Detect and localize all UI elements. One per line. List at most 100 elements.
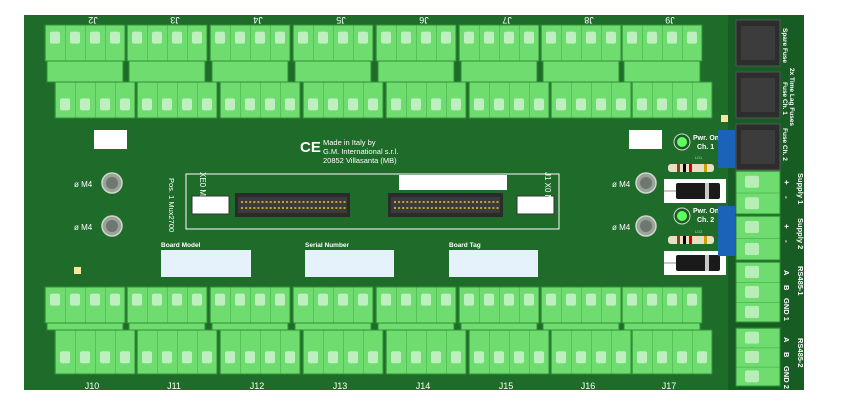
mount-hole-left-top [101, 172, 123, 194]
bottom-terminal-front [468, 329, 550, 375]
header-pin [310, 201, 313, 203]
top-terminal-back [209, 24, 291, 62]
bottom-connector-label: J11 [167, 381, 181, 391]
mount-hole-right-bottom [635, 215, 657, 237]
bottom-connector-label: J17 [662, 381, 677, 391]
header-pin [480, 207, 483, 209]
bottom-terminal-back [44, 286, 126, 324]
maker-line-2: G.M. International s.r.l. [323, 147, 398, 156]
header-pin [273, 201, 276, 203]
top-terminal-body [211, 60, 289, 83]
header-pin [476, 201, 478, 203]
spare-fuse-label: Spare Fuse [781, 28, 788, 63]
rs485-2-pin-gnd: GND 2 [782, 366, 791, 389]
bottom-connector-label: J14 [416, 381, 431, 391]
bottom-terminal-front [219, 329, 301, 375]
header-pin [335, 201, 338, 203]
top-terminal-row [44, 24, 713, 119]
bottom-terminal-body [128, 322, 206, 331]
fuse-ch2-label: Fuse Ch. 2 [781, 128, 788, 161]
header-pin [257, 207, 260, 209]
header-pin [261, 207, 264, 209]
supply2-label: Supply 2 [796, 218, 805, 249]
header-pin [418, 207, 421, 209]
header-pin [426, 201, 429, 203]
top-connector-label: J4 [253, 15, 263, 25]
module-code-left: XE0 M2 E0 [198, 172, 207, 213]
time-lag-fuses-label: 2x Time Lag Fuses [788, 68, 795, 126]
header-pin [406, 207, 409, 209]
top-connector-label: J5 [336, 15, 346, 25]
header-pin [241, 201, 243, 203]
header-pin [455, 207, 458, 209]
header-pin [245, 201, 248, 203]
header-pin [302, 201, 305, 203]
top-terminal-body [294, 60, 372, 83]
header-pin [414, 207, 417, 209]
header-pin [414, 201, 417, 203]
header-pin [245, 207, 248, 209]
top-terminal-front [385, 81, 467, 119]
header-pin [253, 207, 256, 209]
header-pin [343, 207, 346, 209]
mount-label-4: ø M4 [612, 223, 631, 232]
bottom-connector-label: J10 [85, 381, 100, 391]
header-pin [318, 207, 321, 209]
module-code-right: J1 X0 M7 Z [543, 172, 552, 213]
header-pin [467, 201, 470, 203]
header-pin [282, 201, 284, 203]
header-pin [335, 207, 338, 209]
bottom-terminal-body [211, 322, 289, 331]
header-pin [298, 207, 301, 209]
header-pin [331, 207, 334, 209]
bottom-terminal-body [623, 322, 701, 331]
top-connector-label: J7 [502, 15, 512, 25]
top-terminal-back [458, 24, 540, 62]
header-pin [273, 207, 276, 209]
header-pin [492, 207, 495, 209]
header-pin [310, 207, 313, 209]
header-pin [443, 201, 446, 203]
fuse-ch1-label: Fuse Ch. 1 [781, 82, 788, 115]
top-terminal-front [631, 81, 713, 119]
header-pin [459, 207, 462, 209]
rs485-1-label: RS485-1 [796, 266, 805, 296]
maker-line-1: Made in Italy by [323, 138, 376, 147]
header-pin [488, 207, 491, 209]
header-pin [323, 201, 325, 203]
supply1-pin-plus: + [782, 180, 791, 185]
header-pin [459, 201, 462, 203]
top-terminal-body [623, 60, 701, 83]
bottom-terminal-back [621, 286, 703, 324]
top-connector-label: J8 [584, 15, 594, 25]
bottom-terminal-back [209, 286, 291, 324]
header-pin [476, 207, 478, 209]
top-terminal-body [128, 60, 206, 83]
header-pin [410, 201, 413, 203]
fuse-holder-ch1 [718, 130, 735, 168]
header-pin [249, 201, 252, 203]
rs485-1-terminal [735, 261, 781, 323]
supply1-terminal [735, 170, 781, 215]
led-ch2-line2: Ch. 2 [697, 217, 714, 224]
header-pin [484, 207, 487, 209]
resistor-ch1 [668, 164, 714, 172]
resistor-ch2 [668, 236, 714, 244]
top-terminal-back [292, 24, 374, 62]
fiducial-marker-right [721, 115, 728, 122]
header-pin [306, 201, 309, 203]
header-pin [277, 201, 280, 203]
rs485-2-pin-b: B [782, 352, 791, 358]
led-ch1-line2: Ch. 1 [697, 144, 714, 151]
header-pin [398, 201, 401, 203]
top-terminal-body [542, 60, 620, 83]
header-pin [290, 201, 293, 203]
led-ch1 [673, 133, 691, 151]
module-pos-label: Pos. 1 Mux2700 [167, 178, 176, 232]
diode-ch2 [664, 251, 726, 275]
header-pin [314, 201, 317, 203]
header-pin [394, 207, 396, 209]
header-pin [339, 201, 342, 203]
